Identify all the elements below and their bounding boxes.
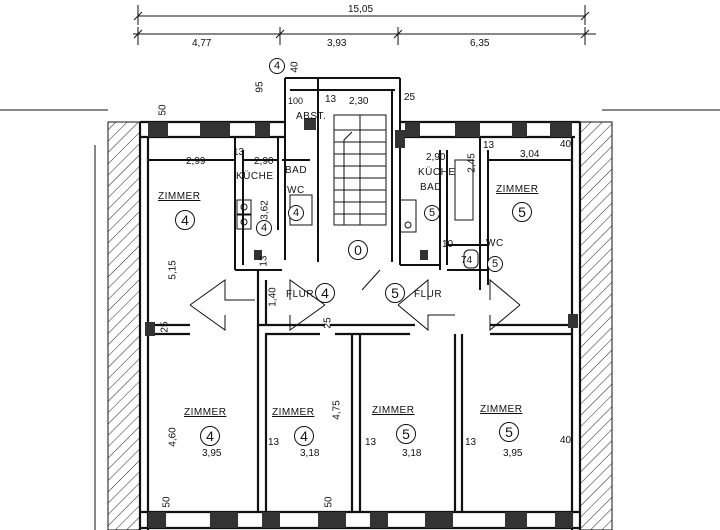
room-label-zimmer-5-lower-left: ZIMMER	[372, 405, 415, 416]
room-label-kueche-left: KÜCHE	[236, 171, 274, 182]
unit-number-5-kueche: 5	[424, 205, 440, 221]
unit-number-5-zimmer-upper: 5	[512, 202, 532, 222]
dimension-2-99: 2,99	[186, 156, 206, 167]
dimension-2-30: 2,30	[349, 96, 369, 107]
unit-number-4-lower-left: 4	[200, 426, 220, 446]
dimension-5-15: 5,15	[167, 260, 179, 280]
top-dimension-lines	[133, 5, 596, 45]
room-label-wc-left: WC	[287, 185, 305, 196]
dimension-1-40: 1,40	[267, 287, 279, 307]
unit-number-4-lower-right: 4	[294, 426, 314, 446]
dimension-2-90-left: 2,90	[254, 156, 274, 167]
room-label-wc-right: WC	[486, 238, 504, 249]
dimension-25-mid: 25	[322, 317, 334, 329]
dimension-seg-mid: 3,93	[327, 38, 347, 49]
unit-number-4-zimmer-upper: 4	[175, 210, 195, 230]
unit-number-5-lower-left: 5	[396, 424, 416, 444]
dimension-95: 95	[254, 81, 266, 93]
unit-number-0-stair: 0	[348, 240, 368, 260]
room-label-kueche-right: KÜCHE	[418, 167, 456, 178]
dimension-40-ur: 40	[560, 139, 572, 150]
left-service-walls	[148, 137, 310, 271]
room-label-abst: ABST.	[296, 111, 327, 122]
dimension-13-flur: 13	[258, 255, 270, 267]
room-label-flur-left: FLUR	[286, 289, 315, 300]
stair-steps	[333, 114, 387, 226]
room-label-zimmer-4-lower-right: ZIMMER	[272, 407, 315, 418]
unit-number-4-stair: 4	[269, 58, 285, 74]
left-party-wall	[107, 121, 141, 530]
dimension-40-top: 40	[289, 61, 301, 73]
dimension-3-18-b: 3,18	[402, 448, 422, 459]
dimension-4-75: 4,75	[331, 400, 343, 420]
dimension-2-45: 2,45	[466, 153, 478, 173]
room-label-flur-right: FLUR	[414, 289, 443, 300]
dimension-40-lower: 40	[560, 435, 572, 446]
unit-number-5-lower-right: 5	[499, 422, 519, 442]
dimension-total-width: 15,05	[348, 4, 374, 15]
dimension-2-90-right: 2,90	[426, 152, 446, 163]
dimension-seg-left: 4,77	[192, 38, 212, 49]
top-windows	[148, 122, 572, 137]
dimension-3-04: 3,04	[520, 149, 540, 160]
right-party-wall	[579, 121, 613, 530]
dimension-13-top: 13	[325, 94, 337, 105]
room-label-bad-left: BAD	[285, 165, 308, 176]
wall-pillars	[145, 118, 578, 336]
room-label-zimmer-5-lower-right: ZIMMER	[480, 404, 523, 415]
dimension-13-ul: 13	[233, 147, 245, 158]
room-label-zimmer-4-lower-left: ZIMMER	[184, 407, 227, 418]
dimension-25-top: 25	[404, 92, 416, 103]
dimension-4-60: 4,60	[167, 427, 179, 447]
door-swings	[189, 269, 521, 332]
interior-walls	[148, 270, 572, 512]
dimension-13-ur: 13	[483, 140, 495, 151]
dimension-50-bottom-mid: 50	[323, 496, 335, 508]
dimension-10: 10	[442, 239, 454, 250]
dimension-13-lower-b: 13	[365, 437, 377, 448]
unit-number-4-bad: 4	[288, 205, 304, 221]
unit-number-4-flur: 4	[315, 283, 335, 303]
dimension-100: 100	[288, 96, 304, 106]
dimension-3-18-a: 3,18	[300, 448, 320, 459]
unit-number-5-flur: 5	[385, 283, 405, 303]
dimension-50-bottom-left: 50	[161, 496, 173, 508]
dimension-13-lower-c: 13	[465, 437, 477, 448]
dimension-3-95-right: 3,95	[503, 448, 523, 459]
bottom-windows	[148, 512, 573, 528]
dimension-seg-right: 6,35	[470, 38, 490, 49]
unit-number-5-wc: 5	[487, 256, 503, 272]
room-label-zimmer-5-upper: ZIMMER	[496, 184, 539, 195]
room-label-bad-right: BAD	[420, 182, 443, 193]
dimension-3-95-left: 3,95	[202, 448, 222, 459]
dimension-74: 74	[461, 255, 473, 266]
right-service-walls	[400, 137, 572, 290]
dimension-25-left: 25	[159, 321, 171, 333]
dimension-3-62: 3,62	[259, 200, 271, 220]
stairwell	[284, 77, 401, 265]
dimension-13-lower-a: 13	[268, 437, 280, 448]
room-label-zimmer-4-upper: ZIMMER	[158, 191, 201, 202]
unit-number-4-kueche: 4	[256, 220, 272, 236]
dimension-50-topleft: 50	[157, 104, 169, 116]
